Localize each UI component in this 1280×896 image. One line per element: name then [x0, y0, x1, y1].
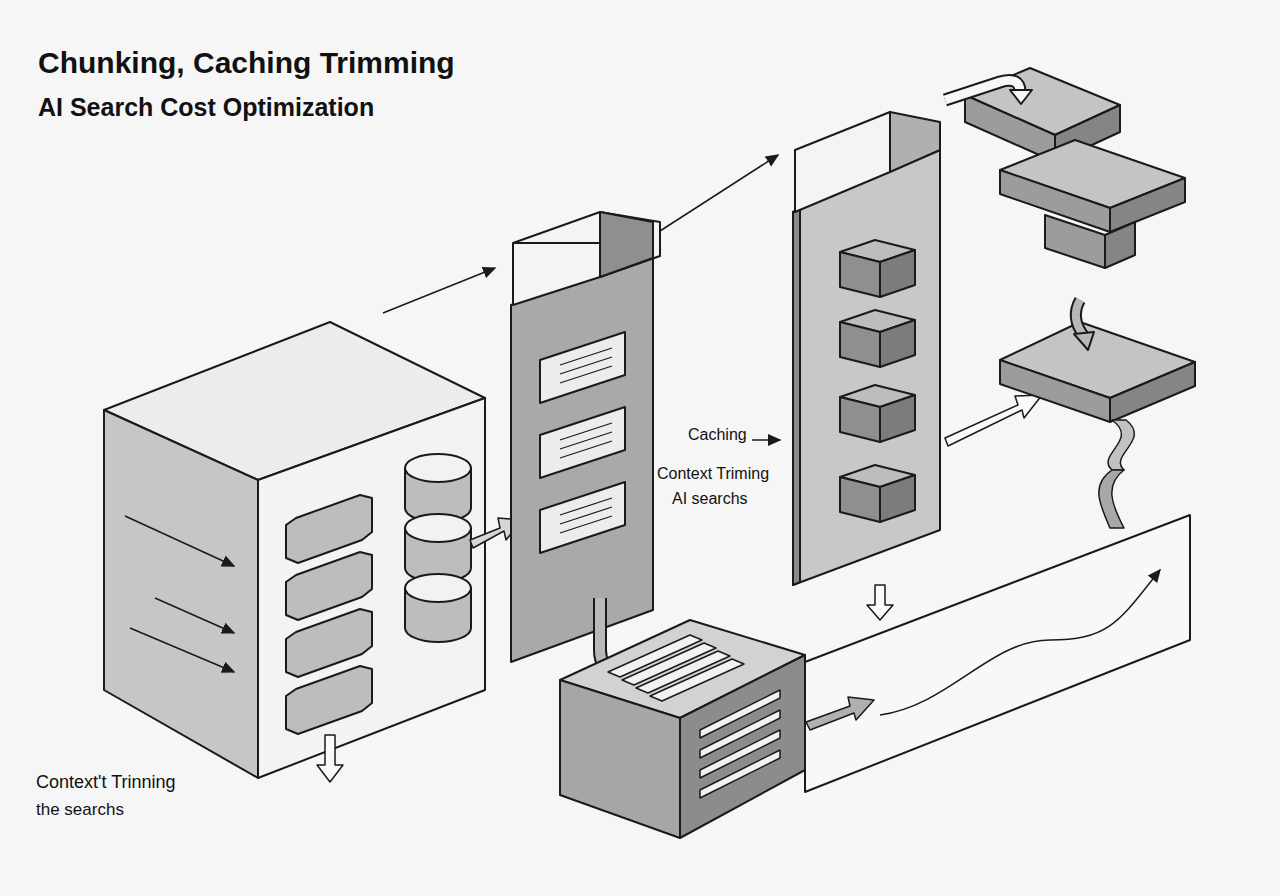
chunk-card: [560, 423, 612, 440]
stage-label: AI searchs: [672, 490, 748, 508]
cache-cube: [840, 252, 880, 297]
trim-device: [560, 620, 805, 838]
chunk-store-box: [104, 322, 485, 778]
chunk-card: [540, 332, 625, 403]
hollow-arrow: [317, 518, 522, 782]
trim-device: [700, 690, 780, 798]
chunk-card: [560, 357, 612, 374]
cache-cube: [840, 397, 880, 442]
chunk-card: [560, 366, 612, 383]
cache-panel: [793, 209, 800, 585]
trim-device: [560, 680, 680, 838]
chunk-card: [560, 507, 612, 524]
cache-panel: [890, 112, 940, 172]
hollow-curve-arrow: [1076, 300, 1084, 336]
chunk-card: [560, 441, 612, 458]
cache-panel: [793, 150, 940, 585]
chunk-card: [560, 348, 612, 533]
chunk-panel: [513, 242, 600, 244]
hollow-curve-arrow: [945, 80, 1020, 100]
stage-label: Context't Trinning: [36, 772, 176, 793]
subtitle: AI Search Cost Optimization: [38, 93, 374, 122]
twisted-ribbon: [1099, 470, 1124, 528]
wavy-flow-line: [880, 570, 1160, 715]
flow-arrow: [383, 268, 495, 313]
hollow-arrow: [945, 395, 1042, 446]
cache-cylinder: [405, 454, 471, 482]
chunk-store-box: [104, 410, 258, 778]
chunk-pill: [286, 495, 372, 734]
stage-label: Context Triming: [657, 465, 769, 483]
stage-label: Caching: [688, 426, 747, 444]
chunk-card: [560, 498, 612, 515]
cache-cube: [880, 320, 915, 367]
chunk-card: [560, 348, 612, 365]
output-plate: [1110, 362, 1195, 422]
flow-arrow: [660, 155, 778, 231]
cache-cylinder: [405, 514, 471, 542]
output-plate: [1000, 360, 1110, 422]
hollow-arrow: [806, 697, 874, 730]
stage-label: the searchs: [36, 800, 124, 820]
hollow-arrow: [867, 585, 893, 620]
cache-cube: [840, 322, 880, 367]
cache-cube: [880, 250, 915, 297]
input-arrow: [130, 628, 234, 672]
chunk-card: [540, 482, 625, 553]
trim-device: [650, 659, 744, 701]
leader-arrow: [752, 439, 780, 441]
hollow-curve-arrow: [1074, 332, 1094, 350]
trim-device: [608, 635, 744, 701]
output-plate: [1105, 222, 1135, 268]
cache-cylinder: [405, 454, 471, 642]
chunk-panel: [600, 212, 653, 277]
chunk-card: [560, 432, 612, 449]
trim-device: [700, 750, 780, 798]
hollow-curve-arrow: [1010, 90, 1032, 104]
hollow-curve-arrow: [945, 80, 1094, 350]
chunk-panel: [511, 256, 653, 662]
cache-panel: [793, 112, 940, 585]
cache-cube: [880, 475, 915, 522]
input-arrow: [125, 516, 234, 566]
twisted-ribbon: [1099, 420, 1135, 528]
chunk-card: [540, 332, 625, 553]
twisted-ribbon: [1108, 420, 1134, 470]
output-plate: [965, 68, 1195, 422]
hollow-curve-arrow: [945, 80, 1020, 100]
output-plate: [965, 95, 1055, 162]
input-arrow: [155, 598, 234, 633]
output-plate: [1110, 178, 1185, 232]
chunk-store-box: [258, 398, 485, 778]
hollow-arrow: [317, 735, 343, 782]
cache-cube: [840, 240, 915, 522]
chunk-card: [540, 407, 625, 478]
diagram-title: Chunking, Caching Trimming: [38, 46, 455, 81]
cache-panel: [795, 112, 890, 212]
chunk-panel: [513, 212, 660, 305]
chunk-card: [560, 516, 612, 533]
output-plate: [1045, 215, 1105, 268]
chunk-pill: [286, 666, 372, 734]
hollow-curve-arrow: [1076, 300, 1084, 336]
cache-cube: [880, 395, 915, 442]
chunk-panel: [511, 212, 660, 662]
cache-cylinder: [405, 574, 471, 602]
cache-cube: [840, 477, 880, 522]
input-arrow: [125, 516, 234, 672]
illustration: [104, 68, 1195, 838]
